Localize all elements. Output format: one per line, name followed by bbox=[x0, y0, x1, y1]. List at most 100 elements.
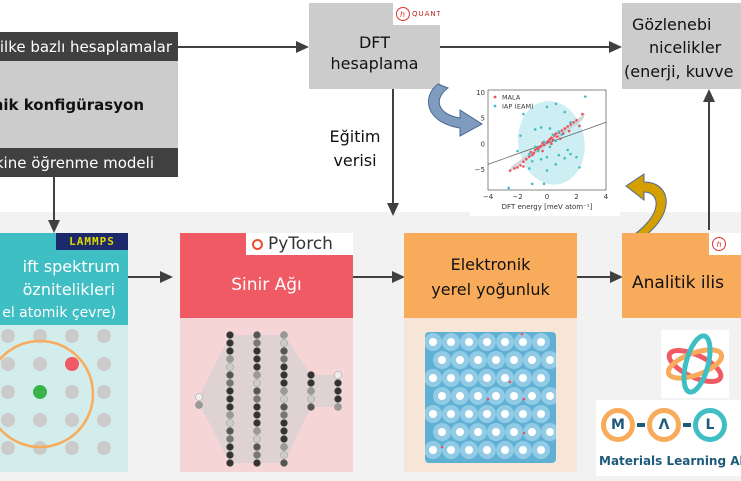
quantum-espresso-mark-icon: h bbox=[396, 7, 410, 21]
mala-point bbox=[533, 148, 537, 152]
iap-point bbox=[545, 155, 549, 159]
connections bbox=[199, 335, 338, 463]
x-tick-label: −4 bbox=[483, 193, 494, 201]
density-peak bbox=[483, 374, 491, 382]
atom-gray bbox=[97, 441, 111, 455]
atom-gray bbox=[1, 441, 15, 455]
density-peak bbox=[483, 338, 491, 346]
neuron bbox=[280, 355, 288, 363]
iap-point bbox=[563, 156, 566, 160]
neuron bbox=[253, 379, 261, 387]
neuron bbox=[253, 355, 261, 363]
density-peak bbox=[474, 428, 482, 436]
connector-line bbox=[440, 46, 610, 48]
neuron bbox=[280, 459, 288, 467]
pytorch-text: PyTorch bbox=[268, 234, 333, 254]
mala-point bbox=[550, 142, 553, 146]
analytic-label: Analitik ilis bbox=[632, 273, 724, 293]
iap-point bbox=[557, 153, 561, 157]
density-peak bbox=[438, 356, 446, 364]
neuron bbox=[226, 363, 234, 371]
connector-line bbox=[128, 276, 162, 278]
density-peak bbox=[465, 338, 473, 346]
density-peak bbox=[456, 392, 464, 400]
neuron bbox=[253, 339, 261, 347]
density-peak bbox=[447, 338, 455, 346]
mala-point bbox=[551, 138, 555, 142]
first-principles-header: ilke bazlı hesaplamalar bbox=[0, 32, 178, 61]
neural-network-header: PyTorch Sinir Ağı bbox=[180, 233, 353, 318]
neural-network-panel bbox=[180, 318, 353, 472]
density-peak bbox=[501, 374, 509, 382]
y-tick-label: 10 bbox=[476, 89, 485, 97]
neuron bbox=[307, 387, 315, 395]
observables-line3: (enerji, kuvve bbox=[624, 62, 734, 81]
connector-line bbox=[353, 276, 395, 278]
mala-point bbox=[529, 150, 533, 154]
connector-line bbox=[53, 177, 55, 222]
mala-point bbox=[539, 144, 543, 148]
quantum-espresso-mark-icon: h bbox=[712, 237, 726, 251]
iap-point bbox=[536, 149, 540, 153]
atom-gray bbox=[33, 413, 47, 427]
atom-gray bbox=[97, 357, 111, 371]
neuron bbox=[226, 403, 234, 411]
iap-point bbox=[519, 134, 522, 137]
neuron bbox=[253, 331, 261, 339]
iap-point bbox=[542, 140, 546, 144]
density-peak bbox=[474, 356, 482, 364]
arrow-right-icon bbox=[296, 41, 309, 53]
density-peak bbox=[546, 428, 554, 436]
descriptors-header: LAMMPS ift spektrum öznitelikleri el ato… bbox=[0, 233, 128, 325]
neuron bbox=[253, 395, 261, 403]
neuron bbox=[253, 427, 261, 435]
atomic-grid-illustration bbox=[0, 329, 111, 455]
neuron bbox=[280, 435, 288, 443]
neural-network-illustration bbox=[195, 331, 342, 467]
iap-point bbox=[578, 166, 581, 169]
mala-letter-a: Λ bbox=[647, 408, 681, 442]
iap-point bbox=[507, 186, 510, 190]
iap-point bbox=[522, 112, 525, 116]
iap-point bbox=[554, 102, 558, 106]
arrow-right-icon bbox=[610, 271, 623, 283]
mala-point bbox=[554, 132, 558, 135]
neuron bbox=[195, 393, 203, 401]
neuron bbox=[253, 411, 261, 419]
neuron bbox=[307, 371, 315, 379]
iap-point bbox=[516, 149, 519, 153]
neuron bbox=[280, 387, 288, 395]
iap-point bbox=[575, 155, 578, 159]
neuron bbox=[253, 363, 261, 371]
neuron bbox=[280, 379, 288, 387]
density-peak bbox=[447, 374, 455, 382]
iap-point bbox=[545, 105, 549, 109]
density-peak bbox=[438, 392, 446, 400]
neuron bbox=[226, 411, 234, 419]
legend-label: IAP (EAM) bbox=[502, 103, 534, 111]
neuron bbox=[226, 427, 234, 435]
density-peak bbox=[510, 356, 518, 364]
mala-wordmark: M Λ L Materials Learning Alg bbox=[596, 400, 741, 476]
density-peak bbox=[429, 446, 437, 454]
iap-point bbox=[533, 145, 537, 149]
density-peak bbox=[483, 446, 491, 454]
ldos-line2: yerel yoğunluk bbox=[431, 280, 550, 299]
neuron bbox=[226, 459, 234, 467]
density-peak bbox=[447, 410, 455, 418]
mala-point bbox=[525, 157, 528, 161]
iap-point bbox=[528, 152, 531, 156]
neuron bbox=[280, 403, 288, 411]
neuron bbox=[334, 387, 342, 395]
x-tick-label: 4 bbox=[604, 193, 609, 201]
density-peak bbox=[456, 428, 464, 436]
atom-gray bbox=[65, 413, 79, 427]
neuron bbox=[253, 419, 261, 427]
atom-gray bbox=[1, 413, 15, 427]
mala-dash bbox=[637, 423, 645, 427]
iap-point bbox=[539, 157, 543, 161]
density-peak bbox=[519, 338, 527, 346]
neuron bbox=[226, 387, 234, 395]
iap-point bbox=[551, 133, 555, 136]
neuron bbox=[226, 347, 234, 355]
